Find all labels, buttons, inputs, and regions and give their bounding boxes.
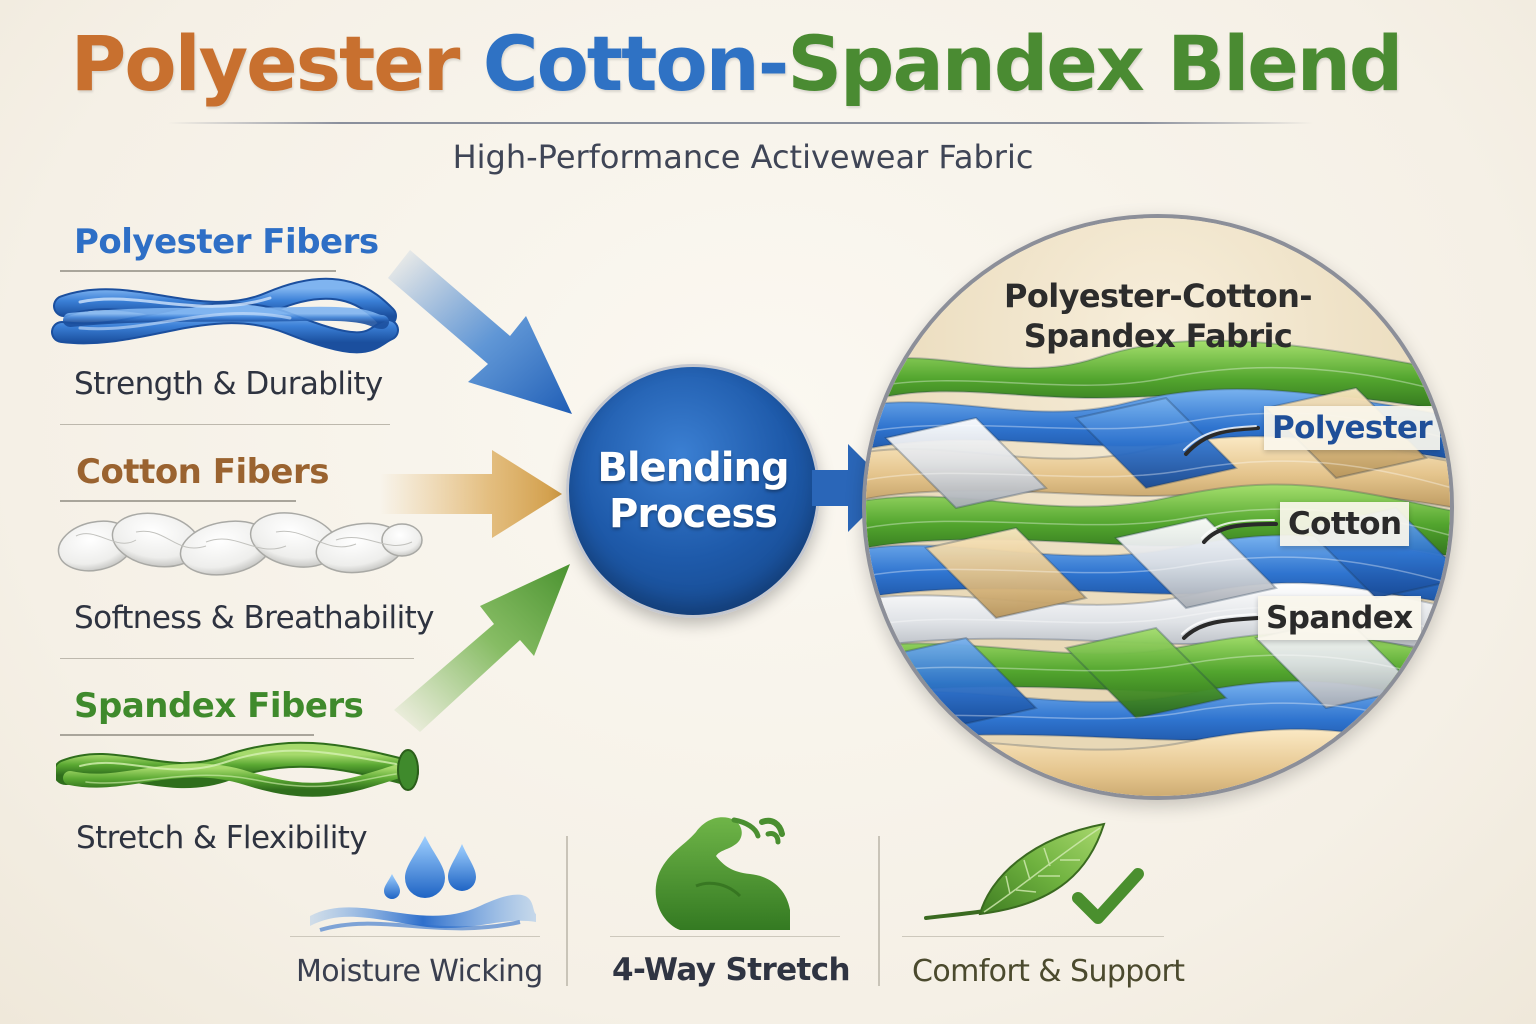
fabric-circle: Polyester-Cotton- Spandex Fabric Polyest… <box>862 214 1454 800</box>
page-title: Polyester Cotton-Spandex Blend <box>0 18 1472 109</box>
title-word-polyester: Polyester <box>70 19 461 108</box>
four-way-stretch-label: 4-Way Stretch <box>612 952 851 988</box>
cotton-leader-line <box>1202 522 1278 544</box>
cotton-callout: Cotton <box>1280 502 1410 546</box>
blending-process-line2: Process <box>609 491 778 537</box>
benefit-separator <box>878 836 880 986</box>
flexed-arm-icon <box>655 817 790 930</box>
fabric-title-line2: Spandex Fabric <box>1023 317 1293 355</box>
benefit-underline <box>610 936 840 937</box>
water-drops-icon <box>310 836 536 932</box>
page-subtitle: High-Performance Activewear Fabric <box>452 138 1034 176</box>
polyester-fibers-description: Strength & Durablity <box>74 366 383 402</box>
spandex-fibers-description: Stretch & Flexibility <box>76 820 368 856</box>
spandex-fibers-title: Spandex Fibers <box>74 686 364 726</box>
spandex-fiber-icon <box>56 741 419 797</box>
fabric-title: Polyester-Cotton- Spandex Fabric <box>866 276 1450 356</box>
blending-process-circle: Blending Process <box>566 364 820 618</box>
title-word-spandex-blend: Spandex Blend <box>787 19 1403 108</box>
blending-process-line1: Blending <box>597 445 789 491</box>
blending-process-label: Blending Process <box>593 445 793 537</box>
spandex-leader-line <box>1182 616 1260 640</box>
cotton-title-rule <box>60 500 296 502</box>
polyester-title-rule <box>60 270 336 272</box>
title-word-cotton: Cotton- <box>482 19 790 108</box>
benefit-underline <box>902 936 1164 937</box>
fabric-arrow-icon <box>812 444 892 532</box>
polyester-fiber-icon <box>51 277 399 354</box>
cotton-arrow-icon <box>380 450 562 538</box>
polyester-arrow-icon <box>388 250 572 414</box>
cotton-fiber-icon <box>57 512 423 576</box>
polyester-leader-line <box>1184 426 1260 456</box>
spandex-arrow-icon <box>394 564 570 732</box>
title-divider <box>168 122 1313 124</box>
comfort-support-label: Comfort & Support <box>912 954 1185 989</box>
benefit-underline <box>290 936 540 937</box>
spandex-title-rule <box>60 734 314 736</box>
polyester-fibers-title: Polyester Fibers <box>74 222 379 262</box>
fabric-title-line1: Polyester-Cotton- <box>1004 277 1313 315</box>
benefit-separator <box>566 836 568 986</box>
leaf-check-icon <box>924 822 1144 924</box>
moisture-wicking-label: Moisture Wicking <box>296 954 543 989</box>
cotton-fibers-title: Cotton Fibers <box>76 452 330 492</box>
spandex-callout: Spandex <box>1258 596 1421 640</box>
fiber-separator <box>60 424 390 425</box>
cotton-fibers-description: Softness & Breathability <box>74 600 434 636</box>
fiber-separator <box>60 658 414 659</box>
polyester-callout: Polyester <box>1264 406 1441 450</box>
